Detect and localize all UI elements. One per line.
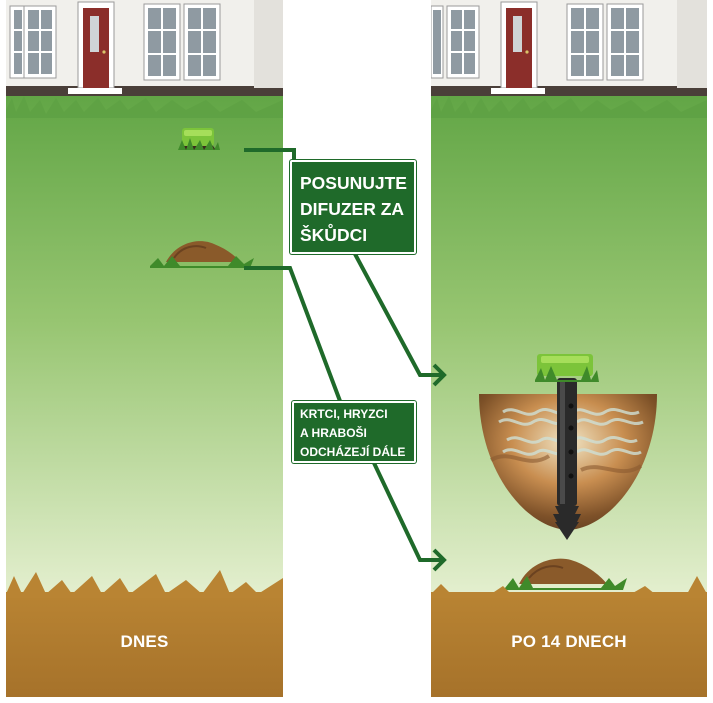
caption-after-14-days: PO 14 DNECH xyxy=(511,632,627,651)
callout-line: KRTCI, HRYZCI xyxy=(300,407,388,421)
scene-after-14-days xyxy=(431,0,707,697)
callout-move-diffuser: POSUNUJTE DIFUZER ZA ŠKŮDCI xyxy=(290,160,416,254)
scene-today xyxy=(6,0,283,697)
window xyxy=(566,3,604,81)
callout-line: POSUNUJTE xyxy=(300,173,407,193)
soil xyxy=(431,576,707,697)
window xyxy=(606,3,644,81)
house xyxy=(431,0,707,96)
lawn xyxy=(6,96,283,596)
mole-hill xyxy=(505,558,627,590)
soil xyxy=(6,570,283,697)
diffuser-stake xyxy=(553,378,581,540)
diffuser-cap xyxy=(178,128,220,150)
callout-line: ŠKŮDCI xyxy=(300,225,368,245)
panel-today: DNES xyxy=(6,0,283,697)
caption-today: DNES xyxy=(120,632,169,651)
house xyxy=(6,0,283,96)
callout-line: ODCHÁZEJÍ DÁLE xyxy=(300,445,406,459)
door xyxy=(500,1,538,89)
diffuser-cap xyxy=(535,354,599,382)
mole-hill xyxy=(150,241,254,268)
window xyxy=(431,5,444,79)
callout-pests-leave: KRTCI, HRYZCI A HRABOŠI ODCHÁZEJÍ DÁLE xyxy=(292,401,416,463)
window xyxy=(143,3,181,81)
window xyxy=(446,5,480,79)
window xyxy=(183,3,221,81)
panel-after-14-days: PO 14 DNECH xyxy=(431,0,707,697)
callout-line: A HRABOŠI xyxy=(300,426,367,440)
callout-line: DIFUZER ZA xyxy=(300,199,405,219)
window xyxy=(23,5,57,79)
door xyxy=(77,1,115,89)
